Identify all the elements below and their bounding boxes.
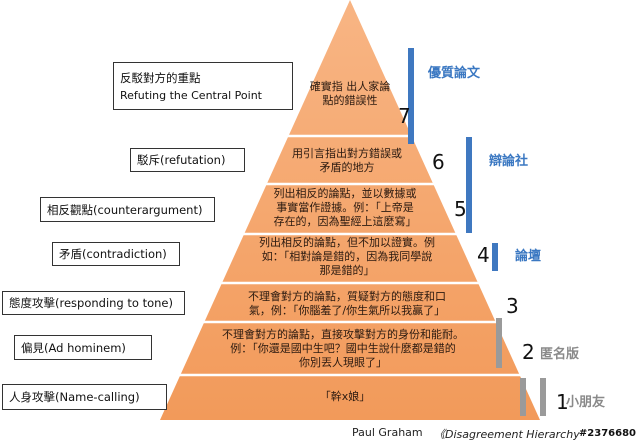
level-4-number: 4 <box>477 243 490 267</box>
footer-author: Paul Graham <box>352 426 423 439</box>
level-2-label: 偏見(Ad hominem) <box>14 335 152 360</box>
level-1-label: 人身攻擊(Name-calling) <box>2 384 167 410</box>
watermark: #2376680 <box>578 428 636 439</box>
level-6-number: 6 <box>432 150 445 174</box>
level-6-label: 駁斥(refutation) <box>130 148 245 172</box>
level-1-number: 1 <box>556 390 569 414</box>
level-7-label: 反駁對方的重點 Refuting the Central Point <box>113 62 293 110</box>
level-5-number: 5 <box>454 197 467 221</box>
audience-bars <box>408 48 546 416</box>
level-5-label: 相反觀點(counterargument) <box>40 197 215 222</box>
pyramid-shape <box>160 0 540 420</box>
level-4-label-text: 矛盾(contradiction) <box>59 247 167 261</box>
level-3-label: 態度攻擊(responding to tone) <box>2 291 185 315</box>
level-1-label-text: 人身攻擊(Name-calling) <box>9 390 140 404</box>
level-3-number: 3 <box>506 294 519 318</box>
group-label-forum: 論壇 <box>515 249 542 264</box>
level-2-desc: 不理會對方的論點，直接攻擊對方的身份和能耐。 例：「你還是國中生吧？國中生說什麼… <box>222 328 464 369</box>
level-2-number: 2 <box>522 340 535 364</box>
group-label-premium-essays: 優質論文 <box>428 66 481 81</box>
level-6-desc: 用引言指出對方錯誤或 矛盾的地方 <box>292 147 402 174</box>
footer-title: 《Disagreement Hierarchy <box>434 428 580 441</box>
level-5-label-text: 相反觀點(counterargument) <box>47 202 203 217</box>
level-2-label-text: 偏見(Ad hominem) <box>21 340 126 355</box>
level-6-label-text: 駁斥(refutation) <box>137 153 226 167</box>
level-7-desc: 確實指 出人家論 點的錯誤性 <box>309 80 391 107</box>
level-7-label-zh: 反駁對方的重點 <box>120 71 201 85</box>
level-3-label-text: 態度攻擊(responding to tone) <box>9 296 173 310</box>
level-7-number: 7 <box>398 104 411 128</box>
level-5-desc: 列出相反的論點，並以數據或 事實當作證據。例：「上帝是 存在的，因為聖經上這麼寫… <box>273 187 417 228</box>
level-4-label: 矛盾(contradiction) <box>52 242 180 266</box>
level-4-desc: 列出相反的論點，但不加以證實。例 如：「相對論是錯的，因為我同學說 那是錯的」 <box>259 236 435 277</box>
level-1-desc: 「幹x娘」 <box>319 390 371 403</box>
level-dividers <box>162 134 539 377</box>
group-label-anonymous-board: 匿名版 <box>540 347 580 362</box>
level-7-label-en: Refuting the Central Point <box>120 89 262 102</box>
level-3-desc: 不理會對方的論點，質疑對方的態度和口 氣，例：「你腦羞了/你生氣所以我贏了」 <box>248 290 446 317</box>
group-label-debate-club: 辯論社 <box>489 154 529 169</box>
group-label-kids: 小朋友 <box>566 395 606 410</box>
